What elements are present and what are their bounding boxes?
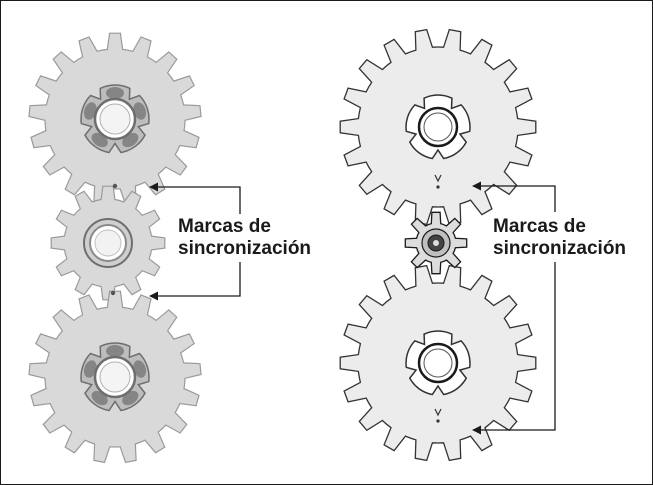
bore-inner xyxy=(94,229,122,257)
timing-dot xyxy=(436,185,440,189)
timing-dot xyxy=(436,419,440,423)
timing-marks-label-left-line1: Marcas de xyxy=(178,216,271,237)
timing-mark xyxy=(434,174,442,183)
hub-lobe xyxy=(133,102,147,120)
timing-dot-top xyxy=(112,183,118,189)
bore-inner xyxy=(423,112,453,142)
left-top-gear xyxy=(28,32,202,206)
callout-left-lower xyxy=(149,262,241,301)
callout-lines xyxy=(149,181,556,435)
right-middle-gear xyxy=(404,211,468,275)
callout-left-upper xyxy=(149,182,241,214)
bore-inner xyxy=(433,240,439,246)
timing-marks-label-left: Marcas de sincronización xyxy=(178,216,311,260)
hub-lobe xyxy=(83,360,97,378)
timing-mark xyxy=(434,408,442,417)
timing-marks-label-right: Marcas de sincronización xyxy=(493,216,626,260)
callout-right-upper xyxy=(472,181,556,212)
timing-marks-label-right-line1: Marcas de xyxy=(493,216,586,237)
left-bottom-gear xyxy=(28,290,202,464)
callout-right-lower xyxy=(472,262,556,435)
timing-dot-bottom xyxy=(110,290,116,296)
bore-inner xyxy=(99,361,131,393)
timing-marks-label-left-line2: sincronización xyxy=(178,238,312,259)
right-gear-assembly xyxy=(339,28,537,462)
right-bottom-gear xyxy=(339,264,537,462)
bore-inner xyxy=(99,103,131,135)
hub-lobe xyxy=(106,345,124,357)
timing-marks-label-right-line2: sincronización xyxy=(493,238,627,259)
left-gear-assembly xyxy=(28,32,202,464)
hub-lobe xyxy=(106,87,124,99)
bore-inner xyxy=(423,348,453,378)
hub-lobe xyxy=(83,102,97,120)
right-top-gear xyxy=(339,28,537,226)
left-middle-gear xyxy=(50,185,166,301)
hub-lobe xyxy=(133,360,147,378)
